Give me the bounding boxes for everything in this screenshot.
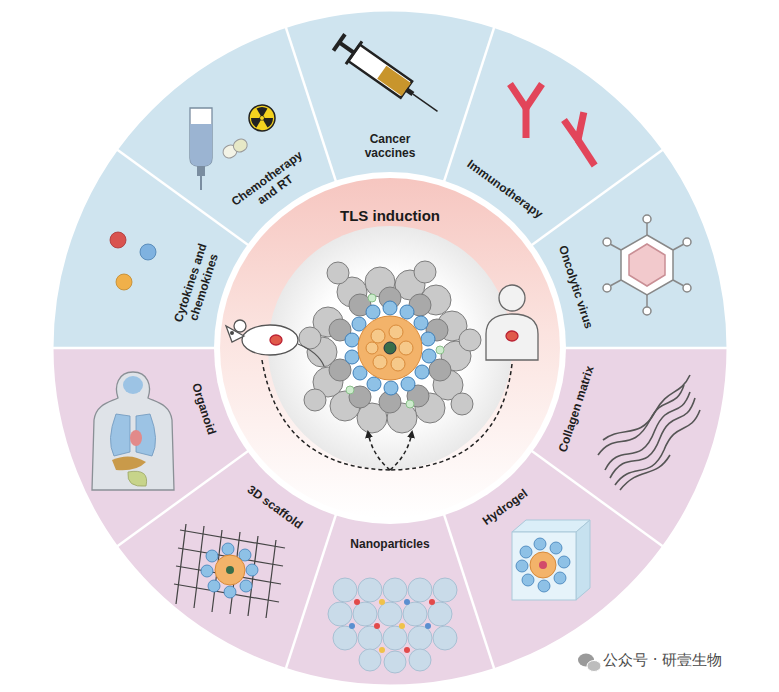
dashed-arrows (262, 360, 512, 470)
node-label: 3D scaffold (232, 473, 318, 541)
collagen-icon (598, 375, 700, 490)
virus-icon (603, 215, 691, 315)
scaffold-icon (174, 524, 285, 618)
watermark-text: 公众号 · 研壹生物 (603, 651, 722, 670)
node-label: Nanoparticles (337, 537, 443, 551)
inner-disc (268, 226, 512, 470)
node-label: Hydrogel (462, 473, 548, 541)
sector-label: Organoid (181, 359, 227, 459)
sector-label: Cancer vaccines (342, 131, 438, 161)
wechat-icon (578, 654, 601, 672)
sector-label: Nanoparticles (335, 536, 445, 552)
node-label: Oncolytic virus (553, 235, 599, 340)
mouse-figure (226, 320, 324, 366)
node-label: Collagen matrix (553, 356, 599, 461)
node-label: Chemotherapy and RT (224, 144, 318, 223)
sector-label: Immunotherapy (456, 151, 554, 229)
outer-ring (52, 10, 728, 686)
cytokine-icon (110, 232, 156, 290)
label-ring (214, 172, 566, 524)
node-label: Organoid (182, 361, 225, 457)
sector-label: Chemotherapy and RT (221, 142, 320, 225)
sector-label: Hydrogel (460, 471, 550, 543)
node-label: Cytokines and chemokines (169, 236, 225, 334)
body-organ-icon (92, 372, 174, 490)
human-figure (486, 285, 538, 360)
nanoparticle-icon (328, 578, 457, 673)
center-circle: TLS induction (218, 176, 562, 520)
sector-label: Oncolytic virus (552, 233, 601, 343)
antibody-icon (510, 84, 595, 168)
sector-label: Collagen matrix (552, 354, 601, 464)
sector-label: 3D scaffold (230, 471, 320, 543)
syringe-icon (331, 31, 445, 123)
node-label: Immunotherapy (458, 153, 552, 227)
sector-dividers (52, 27, 728, 670)
node-label: TLS induction (218, 207, 562, 224)
node-label: Cancer vaccines (344, 132, 436, 160)
center-disc (220, 178, 560, 518)
hydrogel-icon (512, 520, 590, 600)
sector-label: Cytokines and chemokines (168, 234, 227, 336)
tumor-tls (299, 261, 481, 433)
